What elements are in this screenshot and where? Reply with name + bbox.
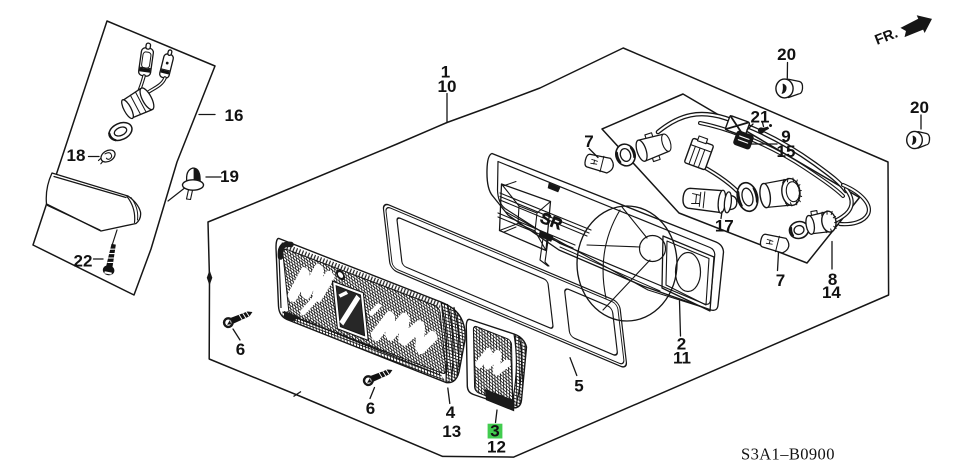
svg-text:2: 2 [677, 335, 686, 354]
svg-text:9: 9 [781, 127, 790, 146]
svg-text:FR.: FR. [873, 25, 901, 48]
svg-text:21: 21 [751, 108, 770, 127]
svg-text:7: 7 [584, 132, 593, 151]
svg-text:11: 11 [673, 349, 691, 368]
svg-text:13: 13 [442, 422, 461, 441]
svg-text:20: 20 [910, 98, 929, 117]
svg-text:3: 3 [490, 422, 499, 441]
svg-text:17: 17 [715, 217, 734, 236]
svg-text:S3A1–B0900: S3A1–B0900 [741, 445, 835, 464]
svg-text:15: 15 [777, 142, 796, 161]
svg-text:6: 6 [366, 399, 375, 418]
svg-text:7: 7 [776, 271, 785, 290]
svg-text:19: 19 [220, 167, 239, 186]
svg-text:4: 4 [446, 403, 456, 422]
svg-text:22: 22 [74, 251, 93, 270]
svg-text:12: 12 [487, 438, 506, 457]
svg-text:5: 5 [574, 377, 583, 396]
svg-text:14: 14 [822, 283, 841, 302]
svg-text:16: 16 [225, 106, 244, 125]
svg-text:20: 20 [777, 45, 796, 64]
svg-text:1: 1 [441, 63, 450, 82]
svg-text:10: 10 [438, 77, 457, 96]
svg-text:6: 6 [236, 340, 245, 359]
svg-text:8: 8 [828, 270, 837, 289]
svg-text:18: 18 [67, 146, 86, 165]
